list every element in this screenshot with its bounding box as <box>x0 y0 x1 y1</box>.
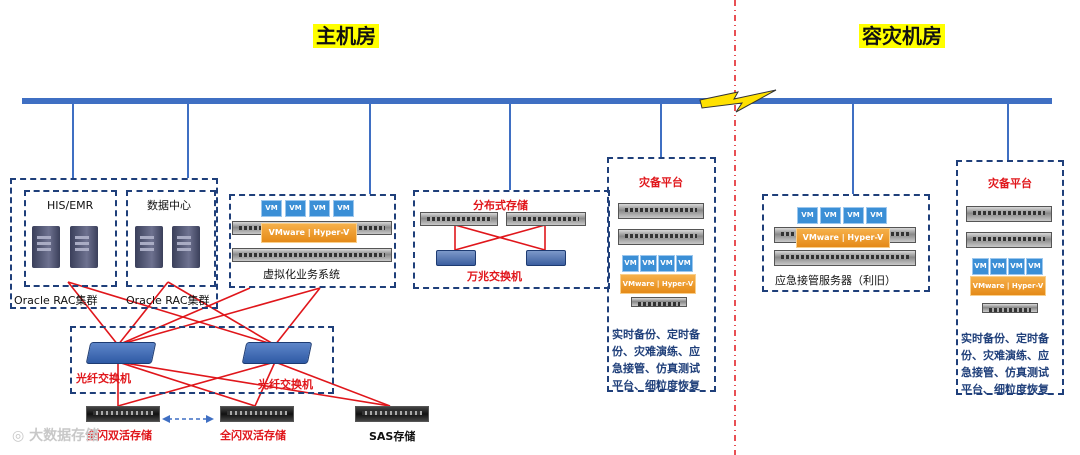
vm-icon: VM <box>1026 258 1043 275</box>
vm-icon: VM <box>866 207 887 224</box>
feature-line: 急接管、仿真测试 <box>961 366 1049 379</box>
vm-icon: VM <box>622 255 639 272</box>
dr-features-main: 实时备份、定时备 份、灾难演练、应 急接管、仿真测试 平台、细粒度恢复 <box>612 326 700 394</box>
vm-icon: VM <box>676 255 693 272</box>
data-center-label: 数据中心 <box>147 199 191 212</box>
dr-platform-main-frame <box>607 157 716 392</box>
dr-platform-remote-label: 灾备平台 <box>988 177 1032 190</box>
dr-room-title: 容灾机房 <box>859 24 945 48</box>
dr-platform-remote-frame <box>956 160 1064 395</box>
feature-line: 平台、细粒度恢复 <box>612 379 700 392</box>
vm-icon: VM <box>261 200 282 217</box>
server-icon <box>70 226 98 268</box>
fc-switch-icon <box>85 342 157 364</box>
vm-icon: VM <box>843 207 864 224</box>
server-icon <box>135 226 163 268</box>
vm-icon: VM <box>797 207 818 224</box>
sas-storage-label: SAS存储 <box>369 430 416 443</box>
distributed-storage-frame <box>413 190 610 289</box>
server-icon <box>32 226 60 268</box>
server-rack-icon <box>618 203 704 219</box>
distributed-storage-label: 分布式存储 <box>473 199 528 212</box>
oracle-rac-label-1: Oracle RAC集群 <box>14 294 98 307</box>
storage-node-icon <box>420 212 498 226</box>
wan-link-icon <box>699 89 777 113</box>
feature-line: 平台、细粒度恢复 <box>961 383 1049 396</box>
flash-storage-icon <box>86 406 160 422</box>
watermark-label: 大数据存储 <box>29 428 100 444</box>
feature-line: 份、灾难演练、应 <box>961 349 1049 362</box>
ten-gig-switch-label: 万兆交换机 <box>467 270 522 283</box>
fc-links <box>67 224 546 407</box>
emergency-server-frame <box>762 194 930 292</box>
storage-node-icon <box>506 212 586 226</box>
feature-line: 实时备份、定时备 <box>961 332 1049 345</box>
vm-icon: VM <box>333 200 354 217</box>
hypervisor-bar: VMware | Hyper-V <box>796 228 890 248</box>
main-room-title: 主机房 <box>313 24 379 48</box>
oracle-rac-label-2: Oracle RAC集群 <box>126 294 210 307</box>
hypervisor-bar: VMware | Hyper-V <box>620 274 696 294</box>
vm-icon: VM <box>658 255 675 272</box>
flash-storage-label-1: 全闪双活存储 <box>86 429 152 442</box>
feature-line: 实时备份、定时备 <box>612 328 700 341</box>
vm-icon: VM <box>1008 258 1025 275</box>
watermark-text: ◎ 大数据存储 <box>12 425 99 445</box>
data-center-frame <box>126 190 216 287</box>
server-rack-icon <box>232 248 392 262</box>
his-emr-frame <box>24 190 117 287</box>
fc-switch-icon <box>241 342 313 364</box>
network-bus <box>22 98 1052 104</box>
switch-icon <box>526 250 566 266</box>
server-icon <box>172 226 200 268</box>
server-rack-icon <box>618 229 704 245</box>
flash-storage-label-2: 全闪双活存储 <box>220 429 286 442</box>
fc-switch-frame <box>70 326 334 394</box>
server-rack-icon <box>966 232 1052 248</box>
virtualization-frame <box>229 194 396 288</box>
virtualization-label: 虚拟化业务系统 <box>263 268 340 281</box>
oracle-rac-cluster-frame <box>10 178 218 309</box>
sas-storage-icon <box>355 406 429 422</box>
switch-icon <box>436 250 476 266</box>
flash-storage-icon <box>220 406 294 422</box>
server-rack-icon <box>774 250 916 266</box>
vm-icon: VM <box>820 207 841 224</box>
appliance-icon <box>982 303 1038 313</box>
dr-features-remote: 实时备份、定时备 份、灾难演练、应 急接管、仿真测试 平台、细粒度恢复 <box>961 330 1049 398</box>
emergency-server-label: 应急接管服务器（利旧） <box>775 274 896 287</box>
bus-drops <box>72 104 1009 194</box>
vm-icon: VM <box>309 200 330 217</box>
vm-icon: VM <box>285 200 306 217</box>
vm-icon: VM <box>972 258 989 275</box>
fc-switch-label-2: 光纤交换机 <box>258 378 313 391</box>
feature-line: 份、灾难演练、应 <box>612 345 700 358</box>
his-emr-label: HIS/EMR <box>47 199 94 212</box>
server-rack-icon <box>966 206 1052 222</box>
watermark-logo-icon: ◎ <box>12 428 25 444</box>
hypervisor-bar: VMware | Hyper-V <box>970 276 1046 296</box>
feature-line: 急接管、仿真测试 <box>612 362 700 375</box>
dr-platform-main-label: 灾备平台 <box>639 176 683 189</box>
vm-icon: VM <box>990 258 1007 275</box>
fc-switch-label-1: 光纤交换机 <box>76 372 131 385</box>
hypervisor-bar: VMware | Hyper-V <box>261 223 357 243</box>
appliance-icon <box>631 297 687 307</box>
vm-icon: VM <box>640 255 657 272</box>
